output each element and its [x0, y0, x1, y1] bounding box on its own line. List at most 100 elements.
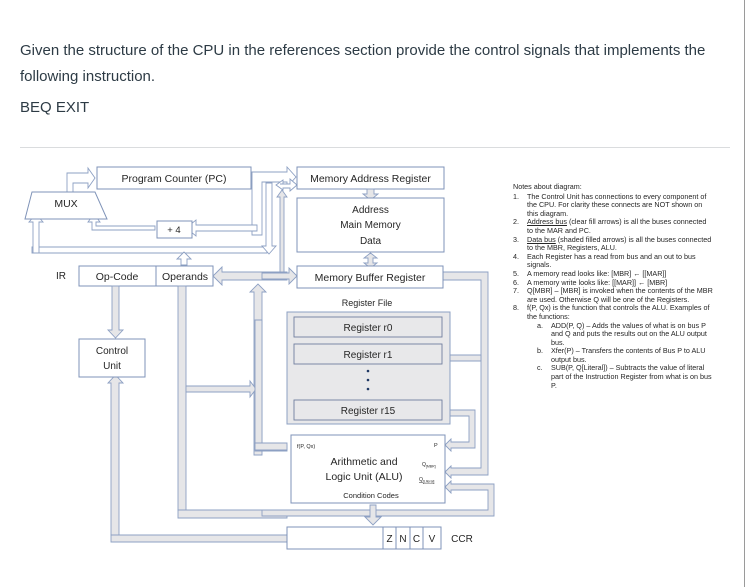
- note-item: 5. A memory read looks like: [MBR] ← [[MA…: [513, 268, 713, 279]
- ir-label: IR: [56, 271, 66, 282]
- ccr-bottom-bus: [110, 534, 288, 543]
- mbr-to-ir-arrow: [212, 265, 288, 287]
- ccr-label: CCR: [451, 534, 473, 545]
- register-file-label: Register File: [342, 298, 393, 308]
- note-term: Data bus: [527, 234, 556, 244]
- flag-n: N: [399, 534, 406, 545]
- note-number: b.: [537, 346, 543, 356]
- mux: [24, 191, 108, 220]
- alu-to-ccr-arrow: [363, 504, 383, 526]
- note-text: The Control Unit has connections to ever…: [527, 191, 707, 218]
- mbr-to-mar-bus: [276, 189, 288, 277]
- note-text: f(P, Qx) is the function that controls t…: [527, 303, 710, 321]
- program-counter: [96, 166, 252, 190]
- register-r1-label: Register r1: [344, 350, 393, 361]
- alu-function-label: f(P, Qx): [297, 444, 315, 450]
- register-left-bus: [254, 319, 288, 452]
- memory-address-label: Address: [352, 205, 389, 216]
- note-item: a.ADD(P, Q) – Adds the values of what is…: [537, 320, 713, 348]
- alu-p-label: P: [434, 443, 438, 449]
- note-item: 2. Address bus (clear fill arrows) is all…: [513, 218, 713, 235]
- ccr-to-control-arrow: [106, 374, 125, 536]
- r15-to-alu-p-bus: [444, 409, 476, 453]
- operands-label: Operands: [162, 271, 208, 283]
- alu-qmbr-label: Q[MBR]: [422, 462, 436, 469]
- note-item: 4. Each Register has a read from bus and …: [513, 251, 713, 270]
- note-text: (clear fill arrows) is all the buses con…: [527, 217, 707, 235]
- note-text: A memory write looks like: [[MAR]] ← [MB…: [527, 277, 668, 287]
- condition-code-register: [286, 526, 442, 550]
- bus-to-register-file-arrow: [185, 379, 257, 399]
- opcode-to-control-arrow: [106, 285, 125, 339]
- question-text: Given the structure of the CPU in the re…: [20, 42, 706, 85]
- mbr-label: Memory Buffer Register: [315, 272, 426, 284]
- note-item: 7. Q[MBR] – [MBR] is invoked when the con…: [513, 286, 713, 304]
- register-r0-label: Register r0: [344, 323, 393, 334]
- notes-sub-list: a.ADD(P, Q) – Adds the values of what is…: [527, 320, 713, 391]
- alu-title-line1: Arithmetic and: [330, 456, 397, 468]
- note-text: A memory read looks like: [MBR] ← [[MAR]…: [527, 268, 667, 278]
- note-text: Q[MBR] – [MBR] is invoked when the conte…: [527, 286, 713, 304]
- note-number: 8.: [513, 303, 519, 313]
- note-number: c.: [537, 363, 543, 373]
- main-memory: [296, 197, 445, 253]
- note-number: 4.: [513, 251, 519, 261]
- flag-v: V: [429, 534, 436, 545]
- note-number: 6.: [513, 277, 519, 287]
- plus4-adder: [156, 220, 193, 239]
- note-number: 3.: [513, 234, 519, 244]
- register-r0: [293, 316, 443, 338]
- note-item: 6. A memory write looks like: [[MAR]] ← […: [513, 277, 713, 288]
- alu-output-bus: [261, 479, 495, 517]
- note-text: Xfer(P) – Transfers the contents of Bus …: [551, 346, 706, 364]
- diagram-notes: Notes about diagram: 1. The Control Unit …: [513, 182, 713, 391]
- note-number: 7.: [513, 286, 519, 296]
- note-text: SUB(P, Q[Literal]) – Subtracts the value…: [551, 363, 712, 390]
- memory-data-label: Data: [360, 236, 382, 247]
- notes-title: Notes about diagram:: [513, 182, 582, 191]
- pc-to-plus4-arrow: [185, 219, 258, 237]
- register-r1: [293, 343, 443, 365]
- register-r15-label: Register r15: [341, 406, 396, 417]
- register-r15: [293, 399, 443, 421]
- note-text: Each Register has a read from bus and an…: [527, 251, 696, 270]
- operands-to-ccr-bus: [177, 509, 288, 519]
- mar-vertical-bus: [261, 182, 277, 255]
- note-item: b. Xfer(P) – Transfers the contents of Bu…: [537, 347, 713, 364]
- mar-to-memory-arrow: [361, 188, 380, 201]
- control-unit-label-2: Unit: [103, 361, 121, 372]
- flag-c: C: [413, 534, 420, 545]
- pc-label: Program Counter (PC): [121, 173, 226, 185]
- flag-z: Z: [386, 534, 392, 545]
- question-instruction: BEQ EXIT: [20, 99, 90, 116]
- notes-list: 1. The Control Unit has connections to ev…: [513, 191, 713, 391]
- note-number: 2.: [513, 217, 519, 227]
- operands-down-bus: [177, 285, 187, 511]
- note-text: ADD(P, Q) – Adds the values of what is o…: [551, 320, 707, 347]
- note-number: 1.: [513, 191, 519, 201]
- note-number: 5.: [513, 268, 519, 278]
- operands-to-address-arrow: [175, 251, 193, 266]
- note-item: 1. The Control Unit has connections to ev…: [513, 191, 713, 219]
- note-text: (shaded filled arrows) is all the buses …: [527, 234, 712, 253]
- control-unit: [78, 338, 146, 378]
- ellipsis-dot: [366, 369, 370, 373]
- memory-title-label: Main Memory: [340, 220, 401, 231]
- mbr-to-alu-bus: [442, 271, 489, 480]
- control-unit-label-1: Control: [96, 346, 128, 357]
- note-item: 3. Data bus (shaded filled arrows) is all…: [513, 234, 713, 253]
- condition-codes-label: Condition Codes: [343, 491, 399, 500]
- mux-label: MUX: [54, 198, 77, 210]
- alu: [290, 434, 446, 504]
- page-border: [744, 0, 745, 587]
- opcode-label: Op-Code: [96, 271, 139, 283]
- mar-input-arrow: [275, 178, 298, 192]
- mar-label: Memory Address Register: [310, 173, 431, 185]
- note-item: c. SUB(P, Q[Literal]) – Subtracts the val…: [537, 364, 713, 390]
- memory-buffer-register: [296, 265, 444, 289]
- note-term: Address bus: [527, 217, 567, 227]
- r1-to-bus: [449, 354, 482, 362]
- address-line-low: [31, 246, 268, 254]
- ellipsis-dot: [366, 387, 370, 391]
